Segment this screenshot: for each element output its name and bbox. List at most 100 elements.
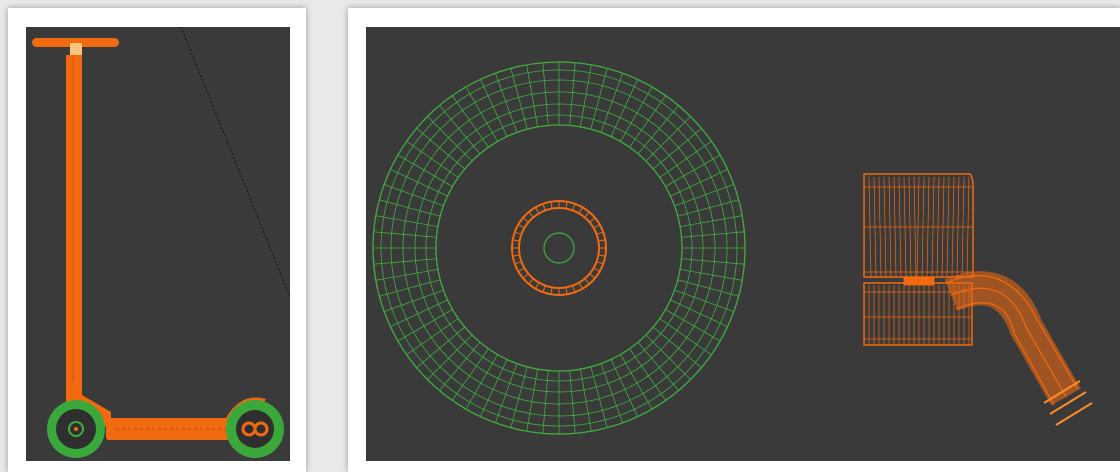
scooter-viewport[interactable] <box>26 27 290 461</box>
wheel-tread-line <box>397 154 453 187</box>
hub-line <box>542 285 546 293</box>
wheel-tread-line <box>390 299 448 327</box>
wheel-tread-line <box>680 268 743 281</box>
wheel-tread-line <box>629 95 667 148</box>
wheel-tread-line <box>620 354 653 410</box>
wheel-tread-line <box>600 73 623 133</box>
pipe-end-ring <box>1055 402 1093 426</box>
front-axle <box>68 421 84 437</box>
wheel-tread-line <box>637 105 679 155</box>
wheel-tread-line <box>674 289 734 312</box>
pipe-end-ring <box>1043 380 1081 404</box>
guide-line <box>180 27 290 298</box>
wheel-tread-line <box>590 366 608 428</box>
wheel-tread-line <box>495 363 518 423</box>
wheel-tread-line <box>542 370 549 434</box>
wheel-tread-line <box>680 215 743 228</box>
wheel-tread-line <box>373 258 437 265</box>
rear-axle-right <box>253 421 269 437</box>
wheel-tread-line <box>610 79 638 137</box>
hub-line <box>596 261 604 265</box>
hub-line <box>542 203 546 211</box>
wheel-tread-line <box>375 268 438 281</box>
wheel-tread-line <box>439 341 481 391</box>
wheel-tread-line <box>637 341 679 391</box>
scooter-canvas <box>32 27 290 458</box>
hub-line <box>589 217 596 223</box>
wheel-tread-line <box>659 140 712 178</box>
steering-column <box>66 55 82 415</box>
hub-line <box>584 278 590 285</box>
handlebar <box>32 38 119 47</box>
wheel-inner-rim <box>435 124 683 372</box>
hub-line <box>584 211 590 218</box>
pipe-end-ring <box>1049 391 1087 415</box>
wheel-tread-line <box>451 95 489 148</box>
wheel-tread-line <box>569 370 576 434</box>
parts-viewport[interactable] <box>366 27 1120 461</box>
hub-line <box>572 203 576 211</box>
wheel-tread-line <box>465 354 498 410</box>
wheel-tread-line <box>406 318 459 356</box>
wheel-tread-line <box>620 86 653 142</box>
wheel-tread-line <box>406 140 459 178</box>
hub-line <box>522 273 529 279</box>
axle-hole <box>543 232 575 264</box>
hub-line <box>518 224 525 229</box>
hub-inner <box>518 207 600 289</box>
wheel-tread-line <box>670 299 728 327</box>
wheel-tread-line <box>480 79 508 137</box>
pipe-edge-bottom <box>955 302 1055 406</box>
wheel-tread-line <box>390 169 448 197</box>
wheel-tread-line <box>427 334 473 380</box>
hub-line <box>550 287 553 295</box>
hub-line <box>535 207 540 214</box>
wheel-tread-line <box>373 231 437 238</box>
wheel-tread-line <box>665 309 721 342</box>
wheel-tread-line <box>526 64 539 127</box>
wheel-tread-line <box>652 128 702 170</box>
wheel-wireframe-icon[interactable] <box>372 61 746 435</box>
front-axle-center <box>74 427 78 431</box>
wheel-tread-line <box>510 366 528 428</box>
wheel-tread-line <box>416 326 466 368</box>
wheel-tread-line <box>384 289 444 312</box>
wheel-tread-line <box>379 199 441 217</box>
hub-line <box>596 231 604 235</box>
wheel-tread-line <box>379 279 441 297</box>
wheel-tread-line <box>439 105 481 155</box>
wheel-tread-line <box>681 231 745 238</box>
hub-line <box>589 273 596 279</box>
wheel-tread-line <box>645 116 691 162</box>
wheel-tread-line <box>629 348 667 401</box>
wheel-tread-line <box>579 369 592 432</box>
parts-canvas <box>372 61 1093 435</box>
wheel-tread-line <box>670 169 728 197</box>
wheel-tread-line <box>526 369 539 432</box>
wheel-tread-line <box>427 116 473 162</box>
wheel-tread-line <box>674 184 734 207</box>
wheel-tread-line <box>610 359 638 417</box>
hub-outer <box>511 200 607 296</box>
wheel-tread-line <box>677 199 739 217</box>
hub-line <box>598 239 606 242</box>
hub-line <box>514 231 522 235</box>
pipe-edge-top <box>945 275 1079 390</box>
wheel-tread-line <box>397 309 453 342</box>
hub-line <box>528 211 534 218</box>
scooter-wireframe-icon[interactable] <box>32 38 284 458</box>
hub-line <box>550 201 553 209</box>
wheel-tread-line <box>645 334 691 380</box>
hub-line <box>514 261 522 265</box>
wheel-tread-line <box>375 215 438 228</box>
wheel-tread-line <box>681 258 745 265</box>
wheel-tread-line <box>652 326 702 368</box>
grip-collar <box>903 276 935 286</box>
wheel-tread-line <box>600 363 623 423</box>
hub-line <box>535 282 540 289</box>
wheel-tread-line <box>659 318 712 356</box>
grip-wireframe-icon[interactable] <box>863 173 1093 426</box>
hub-line <box>522 217 529 223</box>
hub-line <box>578 207 583 214</box>
hub-line <box>572 285 576 293</box>
